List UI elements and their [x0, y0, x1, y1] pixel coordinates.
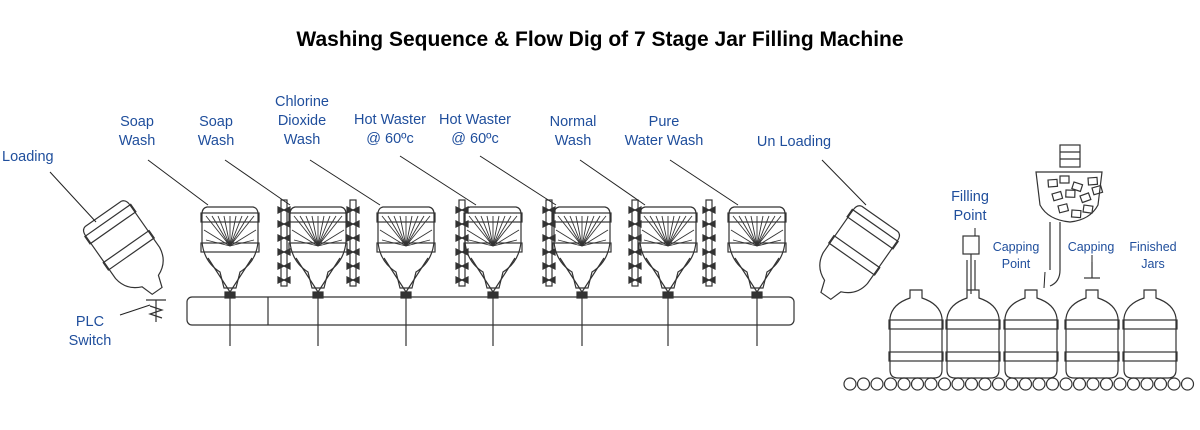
wash-station-jar [727, 206, 787, 346]
cap [1057, 203, 1070, 214]
leader-line [49, 171, 97, 223]
cap-hopper [1035, 171, 1103, 223]
label-hot-water-1: Hot Waster@ 60ºc [354, 112, 426, 147]
label-hot-water-2: Hot Waster@ 60ºc [439, 112, 511, 147]
conveyor-roller [910, 377, 925, 391]
spray-panel [455, 199, 469, 287]
label-capping: Capping [1067, 240, 1115, 254]
conveyor-roller [1126, 377, 1141, 391]
wash-station-jar [376, 206, 436, 346]
leader-line [224, 159, 291, 206]
cap [1079, 192, 1092, 204]
cap [1065, 189, 1076, 198]
cap [1091, 184, 1104, 196]
leader-line [399, 155, 477, 206]
conveyor-roller [1113, 377, 1127, 391]
base-tank [186, 296, 795, 326]
leader-line [821, 159, 867, 206]
cap [1059, 175, 1070, 184]
leader-line [309, 159, 381, 206]
conveyor-roller [883, 377, 898, 391]
conveyor-roller [964, 377, 979, 391]
cap [1047, 178, 1059, 188]
leader-line [1043, 271, 1046, 289]
conveyor-roller [856, 377, 871, 391]
conveyor-roller [924, 377, 938, 391]
spray-panel [346, 199, 360, 287]
conveyor-roller [951, 377, 965, 391]
leader-line [579, 159, 646, 206]
conveyor-roller [937, 377, 952, 391]
spray-panel [702, 199, 716, 287]
wash-station-jar [200, 206, 260, 346]
filling-head [962, 235, 980, 255]
conveyor-roller [978, 377, 992, 391]
diagram-title: Washing Sequence & Flow Dig of 7 Stage J… [296, 28, 904, 51]
spray-panel [542, 199, 556, 287]
cap [1087, 176, 1099, 186]
leader-line [119, 304, 151, 316]
label-loading: Loading [2, 149, 54, 165]
spray-panel [277, 199, 291, 287]
conveyor-roller [1032, 377, 1046, 391]
cap [1082, 204, 1094, 214]
conveyor-roller [1059, 377, 1073, 391]
conveyor-roller [843, 377, 857, 391]
conveyor-roller [991, 377, 1006, 391]
conveyor-roller [1099, 377, 1114, 391]
cap-chute [1049, 222, 1061, 287]
conveyor-roller [897, 377, 911, 391]
conveyor-roller [1167, 377, 1181, 391]
loading-jar [82, 200, 164, 296]
leader-line [479, 155, 557, 206]
upright-jar [1003, 289, 1059, 379]
conveyor-roller [1153, 377, 1168, 391]
conveyor-roller [1018, 377, 1033, 391]
hopper-motor [1059, 144, 1081, 168]
conveyor-roller [1045, 377, 1060, 391]
cap [1071, 181, 1084, 193]
leader-line [669, 159, 739, 206]
upright-jar [945, 289, 1001, 379]
leader-line [147, 159, 209, 206]
wash-station-jar [463, 206, 523, 346]
conveyor-roller [1072, 377, 1087, 391]
conveyor-roller [1086, 377, 1100, 391]
upright-jar [1064, 289, 1120, 379]
conveyor-roller [1140, 377, 1154, 391]
conveyor-roller [1180, 377, 1195, 391]
cap [1051, 190, 1064, 202]
unloading-jar [819, 205, 901, 301]
cap [1070, 209, 1082, 219]
upright-jar [888, 289, 944, 379]
upright-jar [1122, 289, 1178, 379]
spray-panel [628, 199, 642, 287]
label-unloading: Un Loading [756, 134, 832, 150]
conveyor-roller [1005, 377, 1019, 391]
conveyor-roller [870, 377, 884, 391]
